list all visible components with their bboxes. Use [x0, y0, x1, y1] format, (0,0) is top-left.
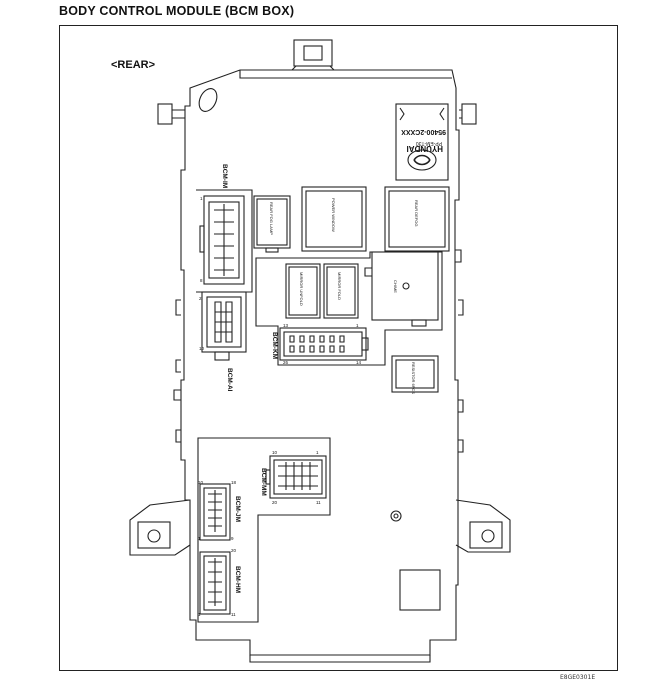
- chime-module: [371, 251, 439, 321]
- pin-number: 9: [231, 536, 234, 541]
- pin-number: 10: [199, 346, 205, 351]
- pin-number: 14: [356, 360, 362, 365]
- page-title: BODY CONTROL MODULE (BCM BOX): [59, 4, 295, 18]
- hyundai-logo-icon: [407, 149, 437, 171]
- relay-mirror-unfold: [285, 263, 321, 319]
- pin-number: 1: [316, 450, 319, 455]
- top-tab-slot: [303, 45, 323, 61]
- pin-number: 1: [198, 612, 201, 617]
- lower-connector-block: [197, 437, 331, 623]
- pin-number: 10: [272, 450, 278, 455]
- brand-part-number: 95400-2CXXX: [401, 128, 446, 135]
- brand-sub-code: PP-EM-T30: [416, 140, 442, 146]
- relay-mirror-fold: [323, 263, 359, 319]
- pin-number: 18: [231, 480, 237, 485]
- relay-rear-defog: [384, 186, 450, 252]
- resistor-6pcs: [391, 355, 439, 393]
- pin-number: 1: [356, 323, 359, 328]
- relay-mirror-fold-label: MIRROR FOLD: [337, 272, 342, 300]
- bcm-km-connector: [279, 327, 367, 361]
- left-clip-upper: [157, 103, 173, 125]
- figure-code: E8GE0301E: [560, 674, 596, 681]
- pin-number: 20: [272, 500, 278, 505]
- pin-number: 8: [200, 278, 203, 283]
- pin-number: 20: [231, 548, 237, 553]
- bcm-mm-connector: [269, 455, 327, 499]
- pin-number: 13: [283, 323, 289, 328]
- bcm-hm-label: BCM-HM: [234, 566, 241, 593]
- brand-name: HYUNDAI: [407, 144, 443, 153]
- bcm-ai-label: BCM-AI: [226, 368, 233, 392]
- pin-number: 1: [198, 536, 201, 541]
- pin-number: 10: [198, 480, 204, 485]
- rear-view-label: <REAR>: [111, 59, 155, 71]
- bcm-housing-outline: [180, 69, 460, 656]
- top-tab: [293, 39, 333, 67]
- relay-rear-defog-label: REAR DEFOG: [414, 200, 419, 226]
- bcm-jm-label: BCM-JM: [234, 496, 241, 522]
- bcm-km-label: BCM-KM: [271, 332, 278, 359]
- pin-number: 11: [316, 500, 321, 505]
- bcm-hm-connector: [199, 551, 231, 615]
- right-clip-upper: [461, 103, 477, 125]
- chime-label: CHIME: [393, 280, 398, 293]
- relay-power-window-label: POWER WINDOW: [331, 198, 336, 232]
- resistor-label: RESISTOR 6PCS: [411, 362, 416, 394]
- pin-number: 26: [283, 360, 289, 365]
- bcm-mm-label: BCM-MM: [260, 468, 267, 496]
- pin-number: 2: [199, 296, 202, 301]
- left-mount-ear: [129, 499, 191, 556]
- bcm-jm-connector: [199, 483, 231, 541]
- relay-mirror-unfold-label: MIRROR UNFOLD: [299, 272, 304, 306]
- bcm-im-label: BCM-IM: [221, 164, 228, 188]
- relay-rear-fog-lamp-label: REAR FOG LAMP: [269, 202, 274, 235]
- right-mount-hole: [481, 529, 495, 543]
- left-mount-hole: [147, 529, 161, 543]
- oval-hole: [198, 88, 218, 112]
- pin-number: 11: [231, 612, 236, 617]
- right-mount-ear: [455, 499, 511, 553]
- screw-hole: [390, 510, 402, 522]
- brand-label-plate: [395, 103, 449, 181]
- relay-power-window: [301, 186, 367, 252]
- diagram-frame: [59, 25, 618, 671]
- pin-number: 1: [200, 196, 203, 201]
- lower-right-pad: [399, 569, 441, 611]
